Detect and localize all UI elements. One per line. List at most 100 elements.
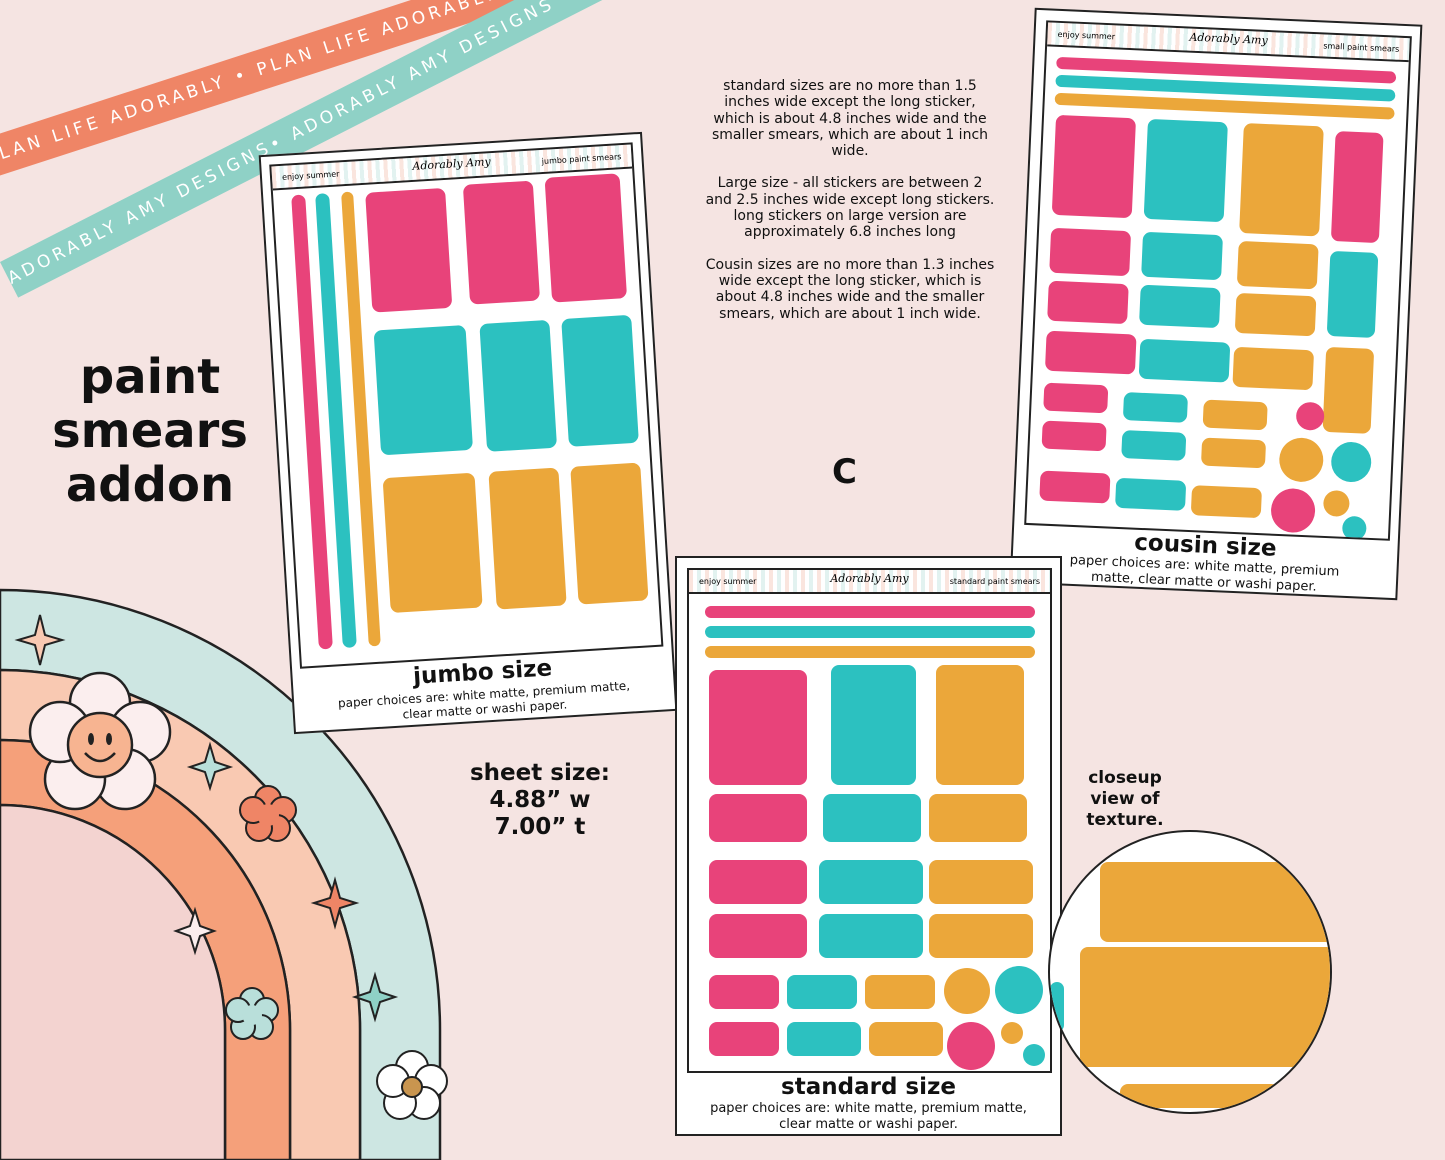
smear-pink-2	[709, 794, 807, 842]
smear-gold-2	[929, 794, 1027, 842]
smear-gold-5	[865, 975, 935, 1009]
smear-gold-6	[1202, 399, 1268, 431]
smear-teal-long	[705, 626, 1035, 638]
dot-gold-2	[1322, 489, 1350, 517]
dot-teal-1	[995, 966, 1043, 1014]
smear-pink-7	[1041, 420, 1107, 452]
smear-gold-8	[1190, 485, 1263, 519]
rainbow-band-pink	[0, 803, 227, 1160]
smear-gold-3	[570, 462, 649, 605]
standard-header-left: enjoy summer	[699, 577, 757, 586]
smear-teal-1	[373, 324, 474, 456]
sparkle-orange	[310, 876, 360, 930]
standard-sheet-page: enjoy summer Adorably Amy standard paint…	[687, 568, 1052, 1073]
smear-gold-4	[929, 914, 1033, 958]
description-cousin: Cousin sizes are no more than 1.3 inches…	[705, 256, 995, 322]
sheet-size-width: 4.88” w	[489, 787, 591, 813]
smear-pink-1	[365, 187, 453, 313]
smear-pink-5	[709, 975, 779, 1009]
smear-gold-3	[929, 860, 1033, 904]
dot-gold-2	[1001, 1022, 1023, 1044]
smear-pink-4	[1047, 280, 1129, 325]
smear-pink-4	[709, 914, 807, 958]
description-large: Large size - all stickers are between 2 …	[705, 175, 995, 241]
smear-pink-1	[709, 670, 807, 785]
smear-gold-2	[1236, 240, 1319, 290]
smear-teal-6	[1122, 392, 1189, 423]
flower-smiley	[28, 671, 172, 811]
sheet-size-height: 7.00” t	[494, 814, 586, 840]
smear-gold-6	[869, 1022, 943, 1056]
smear-teal-4	[1139, 284, 1221, 329]
smear-teal-1	[1143, 118, 1228, 223]
jumbo-sheet: enjoy summer Adorably Amy jumbo paint sm…	[258, 131, 678, 735]
closeup-gold-smear-3	[1120, 1084, 1280, 1108]
sheet-size-label: sheet size:	[469, 760, 611, 786]
size-description: standard sizes are no more than 1.5 inch…	[705, 78, 995, 338]
smear-teal-5	[1138, 338, 1231, 383]
dot-teal-1	[1330, 441, 1373, 483]
smear-teal-5	[787, 975, 857, 1009]
smear-teal-1	[831, 665, 916, 785]
smear-gold-5	[1232, 346, 1315, 391]
cousin-sheet-page: enjoy summer Adorably Amy small paint sm…	[1024, 20, 1412, 541]
smear-pink-2	[462, 180, 541, 305]
smear-gold-1	[1239, 123, 1324, 237]
flower-teal	[225, 987, 279, 1040]
smear-teal-3	[1326, 250, 1379, 338]
dot-teal-2	[1341, 515, 1367, 541]
closeup-gold-smear-2	[1080, 947, 1330, 1067]
dot-teal-2	[1023, 1044, 1045, 1066]
jumbo-sheet-page: enjoy summer Adorably Amy jumbo paint sm…	[269, 142, 664, 669]
standard-size-label: standard size	[781, 1074, 956, 1100]
standard-sheet-header: enjoy summer Adorably Amy standard paint…	[689, 570, 1050, 594]
smear-teal-8	[1115, 477, 1187, 511]
dot-pink-1	[1295, 401, 1325, 431]
smear-teal-7	[1121, 430, 1187, 461]
closeup-teal-edge	[1050, 982, 1064, 1032]
smear-teal-2	[1141, 231, 1224, 281]
smear-pink-8	[1039, 470, 1111, 504]
smear-gold-1	[936, 665, 1024, 785]
smear-pink-3	[1049, 227, 1132, 277]
smear-pink-3	[709, 860, 807, 904]
rainbow-illustration	[0, 588, 448, 1160]
smear-teal-6	[787, 1022, 861, 1056]
smear-teal-2	[823, 794, 921, 842]
flower-white	[376, 1050, 448, 1120]
smear-pink-6	[1043, 382, 1109, 414]
sparkle-white	[173, 906, 217, 956]
smear-pink-2	[1330, 131, 1384, 244]
sheet-size-info: sheet size: 4.88” w 7.00” t	[455, 760, 625, 841]
smear-gold-4	[1322, 346, 1375, 434]
smear-gold-3	[1234, 292, 1317, 337]
title-line-3: addon	[65, 457, 235, 513]
standard-header-logo: Adorably Amy	[830, 572, 909, 585]
dot-gold-1	[1278, 436, 1325, 483]
product-title: paint smears addon	[50, 350, 250, 512]
dot-gold-1	[944, 968, 990, 1014]
cousin-sheet-header: enjoy summer Adorably Amy small paint sm…	[1047, 22, 1410, 63]
flower-orange	[239, 785, 297, 842]
title-line-2: smears	[52, 403, 248, 459]
dot-pink-1	[947, 1022, 995, 1070]
standard-sheet: enjoy summer Adorably Amy standard paint…	[675, 556, 1062, 1136]
smear-pink-1	[1051, 114, 1137, 219]
smear-teal-3	[819, 860, 923, 904]
smear-gold-long	[705, 646, 1035, 658]
description-standard: standard sizes are no more than 1.5 inch…	[711, 78, 989, 160]
dot-pink-2	[1270, 487, 1317, 534]
sparkle-teal-1	[186, 741, 234, 792]
standard-paper-line-1: paper choices are: white matte, premium …	[710, 1101, 1027, 1116]
smear-pink-5	[1044, 330, 1137, 375]
smear-gold-2	[488, 467, 567, 610]
smear-teal-3	[561, 314, 639, 447]
sparkle-peach	[14, 614, 66, 666]
smear-pink-3	[544, 173, 628, 303]
smear-pink-long	[705, 606, 1035, 618]
smear-gold-7	[1200, 437, 1267, 469]
sparkle-teal-2	[351, 971, 399, 1023]
standard-paper-line-2: clear matte or washi paper.	[779, 1117, 958, 1132]
closeup-gold-smear-1	[1100, 862, 1330, 942]
cousin-sheet: enjoy summer Adorably Amy small paint sm…	[1009, 7, 1423, 601]
